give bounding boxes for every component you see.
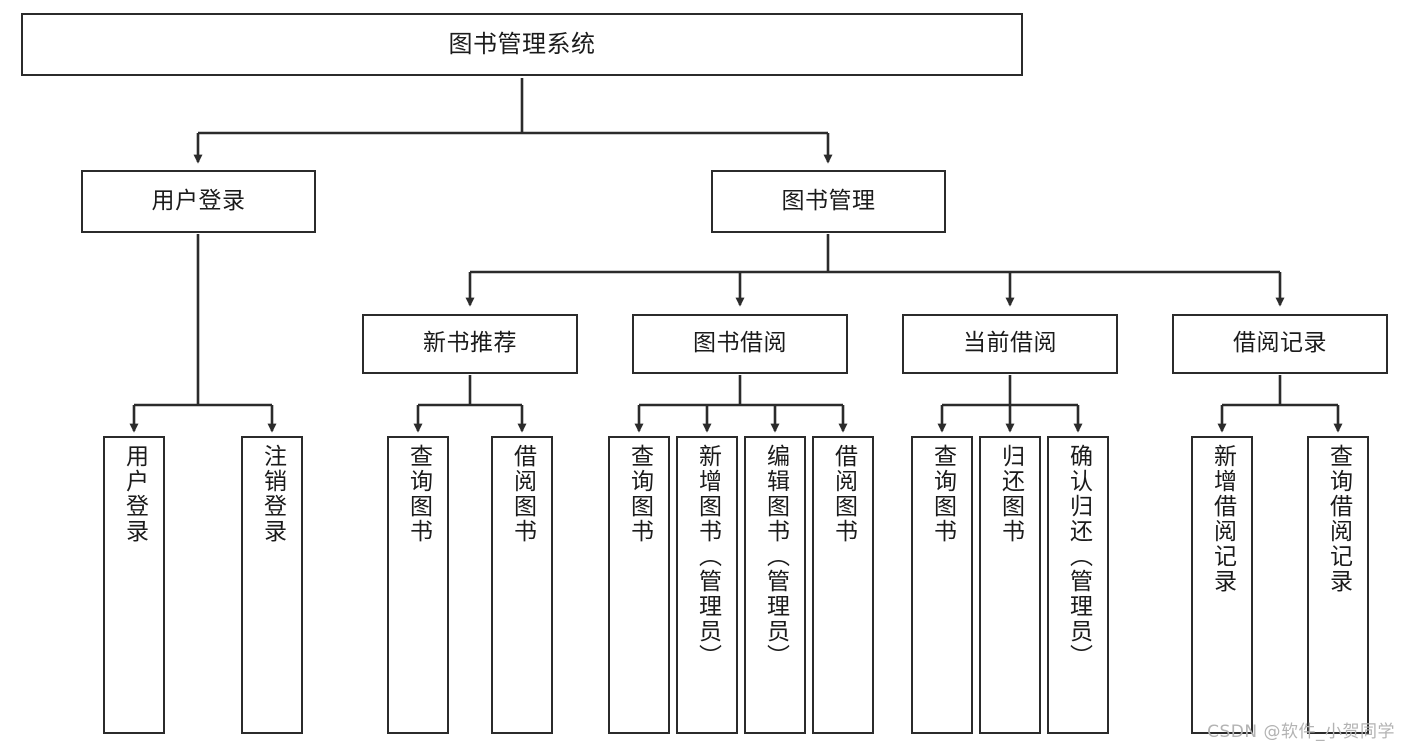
leaf-user-login-signout[interactable]: 注销登录 bbox=[241, 436, 303, 734]
leaf-current-borrow-confirm-return[interactable]: 确认归还（管理员） bbox=[1047, 436, 1109, 734]
node-label: 借阅记录 bbox=[1233, 330, 1327, 357]
node-label: 新增图书（管理员） bbox=[694, 444, 721, 669]
node-label: 用户登录 bbox=[151, 187, 246, 214]
node-root-system[interactable]: 图书管理系统 bbox=[21, 13, 1023, 76]
leaf-new-book-query[interactable]: 查询图书 bbox=[387, 436, 449, 734]
leaf-user-login-signin[interactable]: 用户登录 bbox=[103, 436, 165, 734]
node-label: 新增借阅记录 bbox=[1209, 444, 1236, 594]
node-label: 新书推荐 bbox=[423, 330, 517, 357]
node-label: 当前借阅 bbox=[963, 330, 1057, 357]
node-current-borrow[interactable]: 当前借阅 bbox=[902, 314, 1118, 374]
leaf-book-borrow-edit[interactable]: 编辑图书（管理员） bbox=[744, 436, 806, 734]
leaf-book-borrow-add[interactable]: 新增图书（管理员） bbox=[676, 436, 738, 734]
node-label: 图书借阅 bbox=[693, 330, 787, 357]
node-label: 图书管理系统 bbox=[448, 30, 596, 59]
leaf-book-borrow-lend[interactable]: 借阅图书 bbox=[812, 436, 874, 734]
node-label: 归还图书 bbox=[997, 444, 1024, 544]
node-label: 借阅图书 bbox=[509, 444, 536, 544]
node-borrow-record[interactable]: 借阅记录 bbox=[1172, 314, 1388, 374]
node-label: 注销登录 bbox=[259, 444, 286, 544]
node-label: 查询借阅记录 bbox=[1325, 444, 1352, 594]
node-label: 查询图书 bbox=[626, 444, 653, 544]
node-label: 查询图书 bbox=[929, 444, 956, 544]
node-label: 编辑图书（管理员） bbox=[762, 444, 789, 669]
leaf-borrow-record-query[interactable]: 查询借阅记录 bbox=[1307, 436, 1369, 734]
node-label: 借阅图书 bbox=[830, 444, 857, 544]
node-book-borrow[interactable]: 图书借阅 bbox=[632, 314, 848, 374]
leaf-current-borrow-return[interactable]: 归还图书 bbox=[979, 436, 1041, 734]
node-label: 确认归还（管理员） bbox=[1065, 444, 1092, 669]
leaf-book-borrow-query[interactable]: 查询图书 bbox=[608, 436, 670, 734]
leaf-new-book-borrow[interactable]: 借阅图书 bbox=[491, 436, 553, 734]
node-label: 图书管理 bbox=[781, 187, 876, 214]
node-new-book-recommend[interactable]: 新书推荐 bbox=[362, 314, 578, 374]
node-user-login[interactable]: 用户登录 bbox=[81, 170, 316, 233]
node-label: 用户登录 bbox=[121, 444, 148, 544]
csdn-watermark: CSDN @软件_小贺同学 bbox=[1207, 722, 1395, 742]
leaf-borrow-record-add[interactable]: 新增借阅记录 bbox=[1191, 436, 1253, 734]
node-label: 查询图书 bbox=[405, 444, 432, 544]
leaf-current-borrow-query[interactable]: 查询图书 bbox=[911, 436, 973, 734]
node-book-management[interactable]: 图书管理 bbox=[711, 170, 946, 233]
